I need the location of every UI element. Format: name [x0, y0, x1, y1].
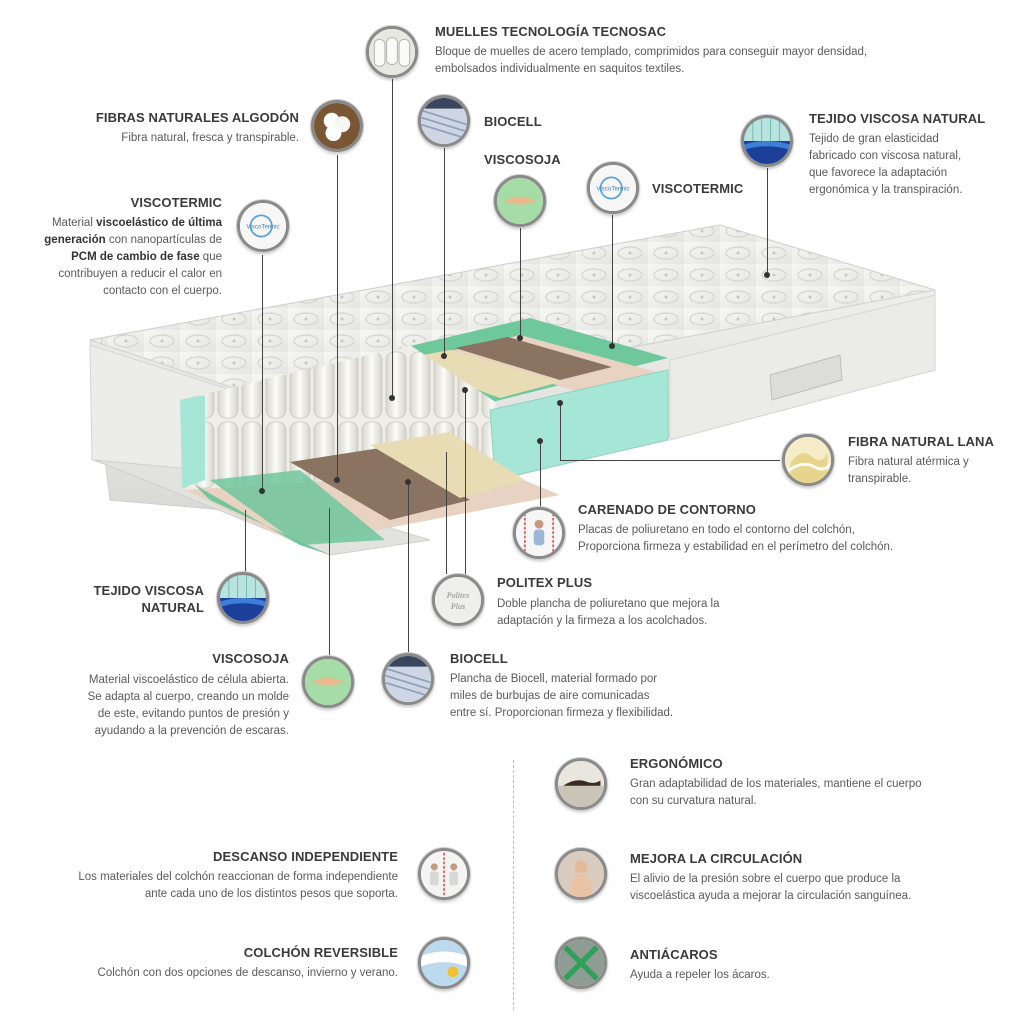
tejido-left-title-1: TEJIDO VISCOSA — [93, 583, 204, 598]
reversible-title: COLCHÓN REVERSIBLE — [243, 945, 398, 960]
viscosoja-icon-top — [494, 175, 546, 227]
leader-line — [612, 215, 613, 345]
springs-icon — [366, 26, 418, 78]
anti-mites-icon — [555, 937, 607, 989]
biocell-top-title: BIOCELL — [484, 114, 542, 129]
lana-title: FIBRA NATURAL LANA — [848, 434, 994, 449]
ergonomico-desc: Gran adaptabilidad de los materiales, ma… — [630, 778, 922, 807]
leader-line — [560, 403, 561, 461]
muelles-title: MUELLES TECNOLOGÍA TECNOSAC — [435, 24, 667, 39]
leader-line — [465, 390, 466, 575]
circulacion-title: MEJORA LA CIRCULACIÓN — [630, 851, 803, 866]
viscose-fabric-icon-left — [217, 572, 269, 624]
features-divider — [513, 760, 514, 1010]
reversible-desc: Colchón con dos opciones de descanso, in… — [97, 967, 398, 979]
ergonomico-title: ERGONÓMICO — [630, 756, 723, 771]
viscose-fabric-icon-top — [741, 115, 793, 167]
fibras-title: FIBRAS NATURALES ALGODÓN — [95, 110, 299, 125]
viscotermic-logo-text: ViscoTermic — [246, 224, 279, 231]
independent-rest-icon — [418, 848, 470, 900]
leader-dot — [537, 438, 543, 444]
muelles-desc: Bloque de muelles de acero templado, com… — [435, 46, 868, 75]
biocell-bottom-title: BIOCELL — [450, 651, 508, 666]
politex-icon: Politex Plus — [432, 574, 484, 626]
viscosoja-icon-bottom — [302, 656, 354, 708]
viscotermic-icon-left: ViscoTermic — [237, 200, 289, 252]
leader-dot — [334, 477, 340, 483]
leader-dot — [259, 488, 265, 494]
leader-line — [767, 168, 768, 273]
leader-line — [446, 452, 447, 574]
lana-desc: Fibra natural atérmica y transpirable. — [848, 456, 969, 485]
viscotermic-left-desc: Material viscoelástico de última generac… — [44, 217, 222, 297]
leader-dot — [557, 400, 563, 406]
politex-logo-text-1: Politex — [446, 591, 470, 600]
leader-line — [392, 78, 393, 398]
tejido-left-title-2: NATURAL — [141, 600, 204, 615]
leader-line — [329, 508, 330, 656]
leader-dot — [389, 395, 395, 401]
biocell-icon-top — [418, 95, 470, 147]
politex-title: POLITEX PLUS — [497, 575, 593, 590]
antiacaros-title: ANTIÁCAROS — [630, 947, 718, 962]
leader-dot — [517, 335, 523, 341]
reversible-icon — [418, 937, 470, 989]
wool-icon — [782, 434, 834, 486]
tejido-top-desc: Tejido de gran elasticidad fabricado con… — [809, 133, 963, 196]
leader-dot — [609, 343, 615, 349]
viscotermic-icon-mid: ViscoTermic — [587, 162, 639, 214]
leader-line — [262, 255, 263, 490]
leader-line — [337, 155, 338, 480]
carenado-title: CARENADO DE CONTORNO — [578, 502, 756, 517]
circulation-icon — [555, 848, 607, 900]
leader-line — [444, 148, 445, 358]
leader-line — [540, 441, 541, 509]
viscosoja-top-title: VISCOSOJA — [484, 152, 561, 167]
leader-line — [520, 228, 521, 338]
circulacion-desc: El alivio de la presión sobre el cuerpo … — [630, 873, 912, 902]
politex-desc: Doble plancha de poliuretano que mejora … — [497, 598, 720, 627]
leader-dot — [441, 353, 447, 359]
viscosoja-bottom-title: VISCOSOJA — [212, 651, 289, 666]
leader-dot — [462, 387, 468, 393]
leader-dot — [764, 272, 770, 278]
politex-logo-text-2: Plus — [450, 602, 465, 611]
leader-dot — [405, 479, 411, 485]
viscotermic-logo-text: ViscoTermic — [596, 186, 629, 193]
viscosoja-bottom-desc: Material viscoelástico de célula abierta… — [87, 674, 289, 737]
leader-line — [560, 460, 780, 461]
carenado-desc: Placas de poliuretano en todo el contorn… — [578, 524, 894, 553]
contour-icon — [513, 507, 565, 559]
leader-line — [408, 482, 409, 652]
viscotermic-mid-title: VISCOTERMIC — [652, 181, 744, 196]
descanso-desc: Los materiales del colchón reaccionan de… — [78, 871, 398, 900]
leader-line — [245, 510, 246, 573]
antiacaros-desc: Ayuda a repeler los ácaros. — [630, 969, 770, 981]
tejido-top-title: TEJIDO VISCOSA NATURAL — [809, 111, 986, 126]
biocell-bottom-desc: Plancha de Biocell, material formado por… — [450, 673, 674, 719]
viscotermic-left-title: VISCOTERMIC — [130, 195, 222, 210]
cotton-icon — [311, 100, 363, 152]
fibras-desc: Fibra natural, fresca y transpirable. — [121, 132, 299, 144]
biocell-icon-bottom — [382, 653, 434, 705]
ergonomic-icon — [555, 758, 607, 810]
descanso-title: DESCANSO INDEPENDIENTE — [213, 849, 398, 864]
